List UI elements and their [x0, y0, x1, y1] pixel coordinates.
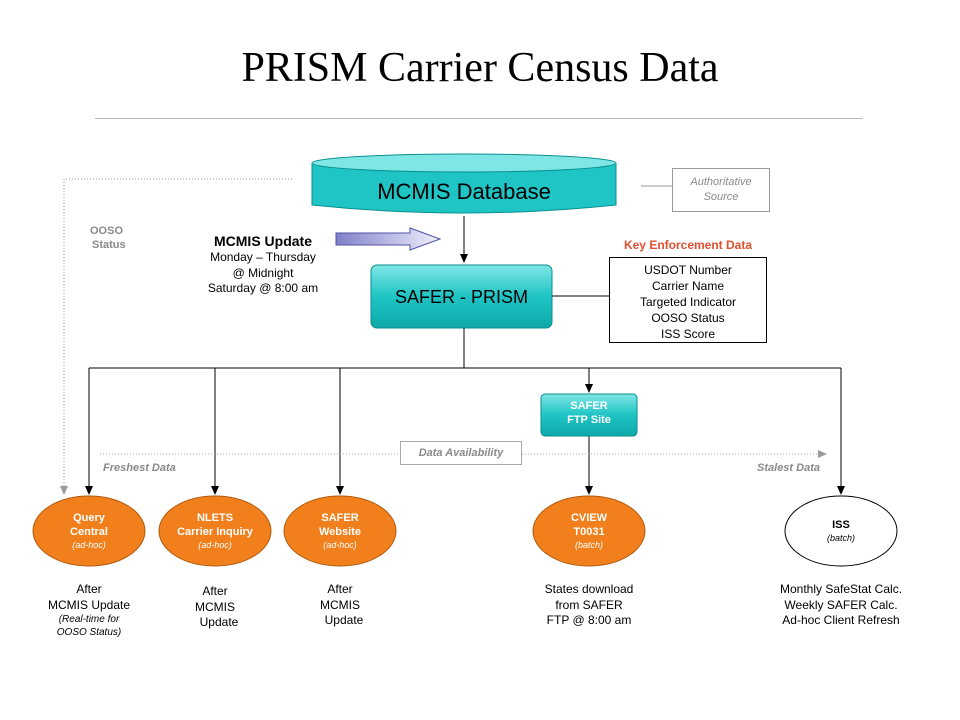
freshest-data-label: Freshest Data	[103, 462, 176, 474]
key-item-ooso: OOSO Status	[651, 311, 725, 325]
query-line2: Central	[70, 525, 108, 538]
website-cap1: After	[327, 582, 353, 596]
key-item-targeted: Targeted Indicator	[639, 295, 737, 309]
nlets-cap2: MCMIS	[195, 599, 235, 614]
safer-website-ellipse	[283, 495, 397, 567]
query-caption: After MCMIS Update (Real-time for OOSO S…	[19, 582, 159, 639]
mcmis-database-label: MCMIS Database	[377, 179, 551, 204]
website-line2: Website	[319, 525, 361, 538]
iss-sub: (batch)	[826, 532, 855, 543]
nlets-line1: NLETS	[196, 512, 234, 524]
nlets-caption: After MCMIS Update	[160, 584, 270, 631]
nlets-label: NLETS Carrier Inquiry (ad-hoc)	[159, 512, 271, 551]
query-central-ellipse	[32, 495, 146, 567]
query-central-label: Query Central (ad-hoc)	[33, 512, 145, 551]
authoritative-source-box: Authoritative Source	[672, 168, 770, 212]
nlets-cap3: Update	[199, 615, 239, 630]
update-line3: Saturday @ 8:00 am	[207, 281, 319, 296]
update-arrow	[335, 227, 442, 251]
key-item-usdot: USDOT Number	[644, 263, 732, 277]
cview-line1: CVIEW	[570, 512, 608, 524]
nlets-cap1: After	[202, 584, 228, 598]
cview-ellipse	[532, 495, 646, 567]
safer-website-label: SAFER Website (ad-hoc)	[284, 512, 396, 551]
key-enforcement-title: Key Enforcement Data	[623, 238, 753, 252]
key-enforcement-box: USDOT Number Carrier Name Targeted Indic…	[609, 257, 767, 343]
key-item-iss-score: ISS Score	[660, 327, 716, 341]
iss-label: ISS (batch)	[785, 519, 897, 544]
nlets-ellipse	[158, 495, 272, 567]
cview-cap2: from SAFER	[555, 597, 623, 612]
nlets-line2: Carrier Inquiry	[177, 525, 253, 538]
query-cap1: After	[76, 582, 102, 596]
stalest-data-label: Stalest Data	[757, 462, 820, 474]
website-line1: SAFER	[321, 512, 359, 524]
ooso-status-line	[60, 178, 292, 495]
cview-sub: (batch)	[574, 539, 603, 550]
ooso-status-label: OOSO Status	[84, 224, 126, 252]
website-caption: After MCMIS Update	[285, 582, 395, 629]
iss-cap2: Weekly SAFER Calc.	[784, 597, 898, 612]
query-cap4: OOSO Status)	[56, 627, 122, 639]
key-item-carrier-name: Carrier Name	[651, 279, 724, 293]
ooso-line1: OOSO	[90, 225, 124, 237]
update-line1: Monday – Thursday	[210, 250, 316, 264]
website-cap3: Update	[324, 613, 364, 628]
cview-cap1: States download	[544, 582, 634, 596]
update-line2: @ Midnight	[232, 265, 294, 280]
page-title: PRISM Carrier Census Data	[241, 45, 719, 91]
cview-line2: T0031	[573, 525, 605, 538]
ftp-site-label: SAFER FTP Site	[541, 400, 637, 428]
iss-cap1: Monthly SafeStat Calc.	[779, 582, 903, 596]
query-line1: Query	[73, 512, 105, 524]
ooso-line2: Status	[92, 239, 126, 251]
query-cap2: MCMIS Update	[47, 597, 131, 612]
nlets-sub: (ad-hoc)	[198, 539, 232, 550]
website-cap2: MCMIS	[320, 597, 360, 612]
authoritative-line1: Authoritative	[690, 176, 752, 188]
update-title: MCMIS Update	[214, 233, 312, 249]
iss-cap3: Ad-hoc Client Refresh	[782, 613, 900, 628]
query-sub: (ad-hoc)	[72, 539, 106, 550]
iss-caption: Monthly SafeStat Calc. Weekly SAFER Calc…	[756, 582, 926, 629]
data-availability-box: Data Availability	[400, 441, 522, 465]
safer-prism-label: SAFER - PRISM	[394, 287, 528, 307]
ftp-site-box-shape	[540, 393, 638, 437]
ftp-line1: SAFER	[570, 400, 608, 412]
cview-cap3: FTP @ 8:00 am	[546, 613, 632, 628]
authoritative-line2: Source	[703, 191, 739, 203]
query-cap3: (Real-time for	[58, 614, 120, 626]
iss-line1: ISS	[832, 519, 850, 531]
title-divider	[95, 118, 863, 119]
cview-caption: States download from SAFER FTP @ 8:00 am	[514, 582, 664, 629]
mcmis-database-cylinder	[311, 153, 617, 214]
ftp-line2: FTP Site	[567, 413, 611, 426]
cview-label: CVIEW T0031 (batch)	[533, 512, 645, 551]
mcmis-update-block: MCMIS Update Monday – Thursday @ Midnigh…	[188, 232, 338, 297]
iss-ellipse	[784, 495, 898, 567]
website-sub: (ad-hoc)	[323, 539, 357, 550]
